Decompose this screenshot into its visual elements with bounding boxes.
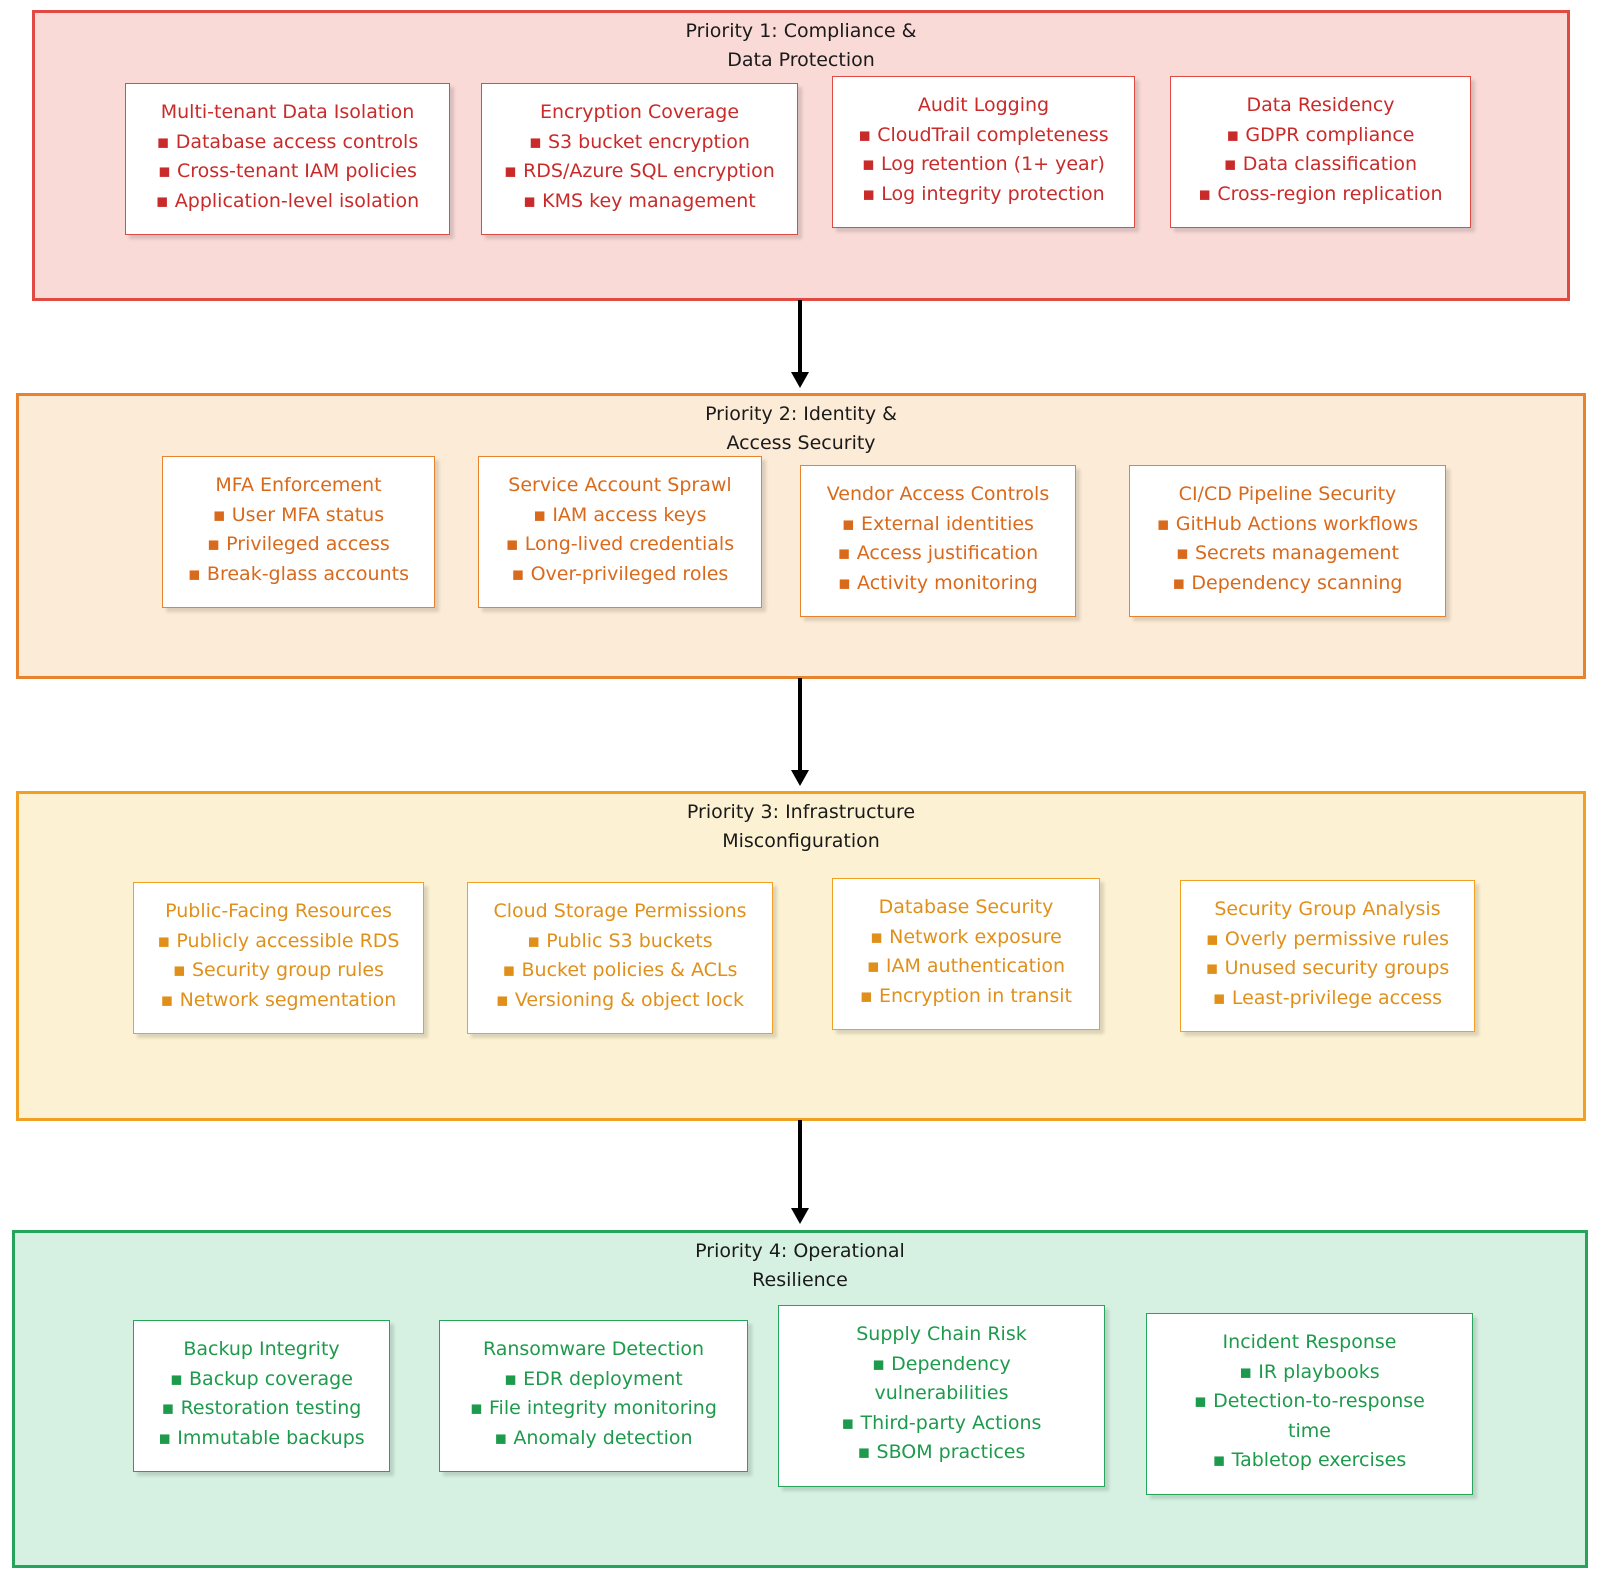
card-item: ▪ Anomaly detection (494, 1426, 693, 1449)
card-title: Data Residency (1246, 94, 1395, 116)
card-item: ▪ KMS key management (523, 189, 756, 212)
card-item: ▪ Least-privilege access (1212, 986, 1443, 1009)
card-item: ▪ Dependency vulnerabilities (872, 1352, 1011, 1405)
card-item: ▪ Dependency scanning (1172, 571, 1403, 594)
card-multi-tenant-data-isolation: Multi-tenant Data Isolation ▪ Database a… (125, 83, 450, 235)
arrow-p1-to-p2 (791, 300, 809, 388)
card-ransomware-detection: Ransomware Detection ▪ EDR deployment ▪ … (439, 1320, 748, 1472)
card-item: ▪ Publicly accessible RDS (157, 929, 400, 952)
priority-1-title: Priority 1: Compliance & Data Protection (685, 20, 917, 71)
card-title: Public-Facing Resources (165, 900, 392, 922)
card-item: ▪ Data classification (1223, 153, 1418, 175)
card-incident-response: Incident Response ▪ IR playbooks ▪ Detec… (1146, 1313, 1473, 1495)
card-security-group-analysis: Security Group Analysis ▪ Overly permiss… (1180, 880, 1475, 1032)
card-item: ▪ Log integrity protection (862, 182, 1105, 205)
card-database-security: Database Security ▪ Network exposure ▪ I… (832, 878, 1100, 1030)
card-title: MFA Enforcement (215, 474, 382, 496)
card-title: Ransomware Detection (482, 1338, 705, 1360)
card-item: ▪ Overly permissive rules (1206, 927, 1449, 950)
card-item: ▪ Privileged access (207, 533, 390, 555)
card-item: ▪ Application-level isolation (155, 189, 420, 212)
card-item: ▪ Encryption in transit (860, 984, 1072, 1007)
priority-4-group: Priority 4: Operational Resilience Backu… (12, 1230, 1588, 1568)
card-supply-chain-risk: Supply Chain Risk ▪ Dependency vulnerabi… (778, 1305, 1105, 1487)
card-service-account-sprawl: Service Account Sprawl ▪ IAM access keys… (478, 456, 762, 608)
card-backup-integrity: Backup Integrity ▪ Backup coverage ▪ Res… (133, 1320, 390, 1472)
card-vendor-access-controls: Vendor Access Controls ▪ External identi… (800, 465, 1076, 617)
card-title: Incident Response (1222, 1331, 1397, 1353)
card-item: ▪ Third-party Actions (841, 1411, 1042, 1434)
card-item: ▪ Break-glass accounts (188, 562, 409, 585)
card-item: ▪ Backup coverage (170, 1367, 353, 1390)
card-title: Security Group Analysis (1214, 898, 1441, 920)
priority-4-title: Priority 4: Operational Resilience (695, 1240, 905, 1291)
card-mfa-enforcement: MFA Enforcement ▪ User MFA status ▪ Priv… (162, 456, 435, 608)
card-item: ▪ Unused security groups (1205, 957, 1450, 979)
card-item: ▪ File integrity monitoring (470, 1397, 717, 1419)
card-title: Database Security (878, 896, 1054, 918)
card-item: ▪ Access justification (837, 542, 1039, 564)
arrow-p3-to-p4 (791, 1120, 809, 1224)
card-title: CI/CD Pipeline Security (1178, 483, 1397, 505)
card-item: ▪ Immutable backups (158, 1426, 365, 1449)
priority-2-title: Priority 2: Identity & Access Security (705, 403, 897, 454)
card-item: ▪ Over-privileged roles (511, 562, 729, 585)
card-item: ▪ Log retention (1+ year) (862, 153, 1105, 175)
card-item: ▪ Tabletop exercises (1212, 1449, 1407, 1471)
card-audit-logging: Audit Logging ▪ CloudTrail completeness … (832, 76, 1135, 228)
card-item: ▪ Network segmentation (160, 988, 397, 1011)
card-item: ▪ External identities (842, 512, 1034, 535)
card-item: ▪ Cross-region replication (1198, 182, 1443, 205)
priority-2-group: Priority 2: Identity & Access Security M… (16, 393, 1586, 679)
priority-1-group: Priority 1: Compliance & Data Protection… (32, 10, 1570, 301)
card-title: Audit Logging (917, 94, 1050, 116)
card-public-facing-resources: Public-Facing Resources ▪ Publicly acces… (133, 882, 424, 1034)
card-title: Multi-tenant Data Isolation (160, 101, 415, 123)
card-item: ▪ IAM authentication (866, 955, 1066, 977)
card-item: ▪ Bucket policies & ACLs (502, 959, 738, 981)
card-item: ▪ S3 bucket encryption (529, 130, 750, 153)
card-item: ▪ EDR deployment (504, 1367, 683, 1390)
card-data-residency: Data Residency ▪ GDPR compliance ▪ Data … (1170, 76, 1471, 228)
card-item: ▪ GitHub Actions workflows (1156, 512, 1419, 535)
card-cicd-pipeline-security: CI/CD Pipeline Security ▪ GitHub Actions… (1129, 465, 1446, 617)
arrow-p2-to-p3 (791, 678, 809, 786)
priority-3-group: Priority 3: Infrastructure Misconfigurat… (16, 791, 1586, 1121)
card-title: Cloud Storage Permissions (493, 900, 747, 922)
card-item: ▪ CloudTrail completeness (858, 123, 1109, 146)
card-encryption-coverage: Encryption Coverage ▪ S3 bucket encrypti… (481, 83, 798, 235)
priority-3-title: Priority 3: Infrastructure Misconfigurat… (686, 801, 916, 852)
card-title: Service Account Sprawl (508, 474, 732, 496)
card-item: ▪ Security group rules (173, 959, 384, 981)
card-item: ▪ SBOM practices (857, 1441, 1026, 1463)
card-item: ▪ User MFA status (212, 503, 385, 526)
card-title: Encryption Coverage (539, 101, 740, 123)
card-item: ▪ IAM access keys (533, 503, 707, 526)
card-title: Backup Integrity (183, 1338, 340, 1360)
card-title: Supply Chain Risk (856, 1323, 1027, 1345)
card-item: ▪ Secrets management (1176, 542, 1399, 564)
card-item: ▪ Public S3 buckets (527, 929, 713, 952)
card-item: ▪ GDPR compliance (1226, 123, 1415, 146)
card-item: ▪ Cross-tenant IAM policies (158, 160, 417, 182)
card-title: Vendor Access Controls (826, 483, 1050, 505)
card-item: ▪ RDS/Azure SQL encryption (504, 160, 775, 182)
card-item: ▪ Database access controls (156, 130, 419, 153)
card-cloud-storage-permissions: Cloud Storage Permissions ▪ Public S3 bu… (467, 882, 773, 1034)
card-item: ▪ Long-lived credentials (505, 533, 735, 555)
card-item: ▪ Versioning & object lock (495, 988, 744, 1011)
card-item: ▪ Network exposure (870, 925, 1062, 948)
card-item: ▪ Restoration testing (161, 1397, 362, 1419)
card-item: ▪ Detection-to-response time (1194, 1390, 1425, 1442)
card-item: ▪ Activity monitoring (838, 571, 1038, 594)
card-item: ▪ IR playbooks (1239, 1360, 1380, 1383)
